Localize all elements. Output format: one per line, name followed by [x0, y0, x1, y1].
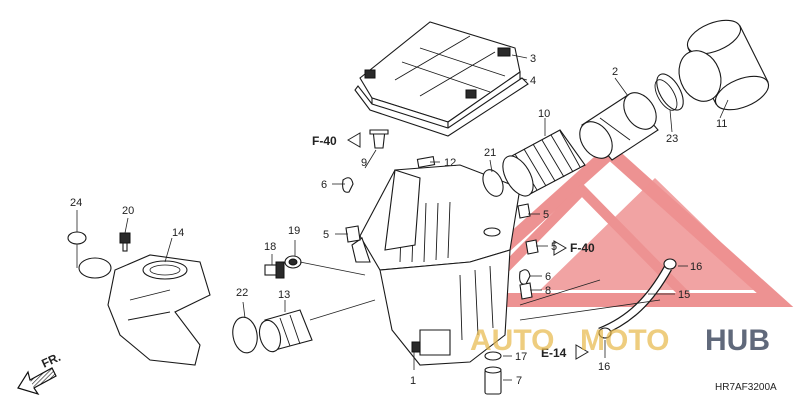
ref-arrow-e14: E-14 — [541, 344, 589, 360]
watermark-hub: HUB — [705, 324, 770, 357]
callout-15: 15 — [678, 289, 690, 301]
watermark-moto: MOTO — [580, 324, 669, 357]
diagram-code: HR7AF3200A — [715, 382, 777, 393]
intake-tube-13 — [258, 309, 313, 353]
svg-text:F-40: F-40 — [570, 241, 595, 255]
callout-24: 24 — [70, 197, 82, 209]
callout-19: 19 — [288, 225, 300, 237]
clip-6-upper — [342, 177, 354, 193]
drain-tube-15 — [598, 265, 672, 337]
leader-lines — [76, 54, 729, 381]
ref-arrow-f40-upper: F-40 — [312, 132, 361, 148]
callout-14: 14 — [172, 227, 184, 239]
air-filter-element — [678, 19, 770, 111]
air-cleaner-cover — [354, 21, 529, 137]
band-clamp-21 — [482, 169, 504, 197]
air-cleaner-case — [351, 164, 521, 366]
clip-6-lower — [519, 269, 531, 285]
screw-20 — [119, 232, 131, 252]
clip-9 — [369, 129, 389, 149]
watermark-auto: AUTO — [470, 324, 554, 357]
callout-1: 1 — [410, 375, 416, 387]
callout-22: 22 — [236, 287, 248, 299]
seal-17 — [484, 351, 502, 361]
callout-3: 3 — [530, 53, 536, 65]
callout-17: 17 — [515, 351, 527, 363]
callout-5-right-lower: 5 — [551, 241, 557, 253]
callout-23: 23 — [666, 133, 678, 145]
intake-duct-14 — [78, 254, 211, 366]
callout-10: 10 — [538, 108, 550, 120]
band-clamp-23 — [654, 73, 684, 111]
callout-21: 21 — [484, 147, 496, 159]
callout-5-left: 5 — [323, 229, 329, 241]
element-holder — [579, 92, 659, 161]
clip-16-upper — [663, 258, 677, 270]
callout-7: 7 — [516, 375, 522, 387]
callout-4: 4 — [530, 75, 536, 87]
clip-16-lower — [598, 327, 612, 339]
svg-text:F-40: F-40 — [312, 134, 337, 148]
callout-2: 2 — [612, 66, 618, 78]
callout-6-lower: 6 — [545, 271, 551, 283]
connecting-tube — [502, 129, 586, 197]
svg-text:E-14: E-14 — [541, 346, 567, 360]
clip-8 — [519, 282, 533, 300]
sponge-12 — [416, 156, 436, 168]
watermark-text: AUTO MOTO HUB — [470, 324, 770, 357]
callout-5-right-upper: 5 — [543, 209, 549, 221]
callout-16-upper: 16 — [690, 261, 702, 273]
callout-12: 12 — [444, 157, 456, 169]
clip-5-left — [345, 225, 361, 243]
callout-numbers: 1 2 3 4 5 5 5 6 6 7 8 9 10 11 12 13 14 1… — [70, 53, 727, 387]
front-direction-arrow: FR. — [17, 350, 63, 396]
callout-6-upper: 6 — [321, 179, 327, 191]
callout-13: 13 — [278, 289, 290, 301]
grommet-19 — [284, 255, 302, 269]
tube-7 — [484, 366, 502, 395]
callout-18: 18 — [264, 241, 276, 253]
callout-11: 11 — [716, 118, 727, 130]
band-clamp-22 — [232, 316, 258, 354]
callout-9: 9 — [361, 157, 367, 169]
svg-text:FR.: FR. — [39, 350, 62, 371]
clip-5-right-upper — [517, 203, 531, 219]
callout-20: 20 — [122, 205, 134, 217]
callout-16-lower: 16 — [598, 361, 610, 373]
ref-arrow-f40-lower: F-40 — [553, 240, 595, 256]
clip-5-right-lower — [525, 239, 539, 255]
callout-8: 8 — [545, 285, 551, 297]
bolt-18 — [264, 261, 285, 279]
